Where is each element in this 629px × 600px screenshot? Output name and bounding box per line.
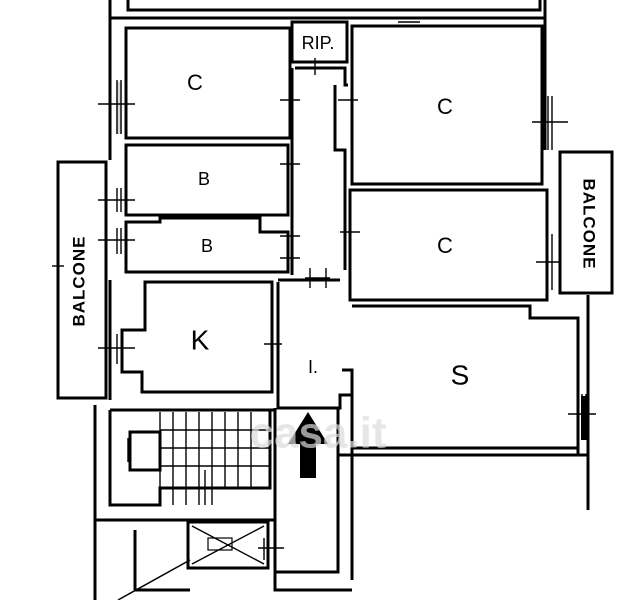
watermark: casa.it (250, 409, 387, 458)
label-bath-upper: B (198, 169, 210, 189)
room-bedroom-top-right (350, 24, 544, 186)
bottom-walls (135, 572, 352, 592)
openings (52, 21, 596, 560)
label-balcony-right: BALCONE (580, 178, 599, 269)
balcony-left (56, 160, 108, 400)
corridor (278, 66, 348, 282)
balcony-right (558, 150, 614, 295)
label-bedroom-mid-right: C (437, 233, 453, 258)
stairwell (93, 405, 275, 600)
label-kitchen: K (191, 324, 210, 355)
label-storage: RIP. (302, 33, 335, 53)
label-bedroom-top-right: C (437, 94, 453, 119)
elevator-shaft (186, 520, 270, 570)
room-bedroom-top-left (124, 26, 292, 140)
label-balcony-left: BALCONE (69, 235, 88, 326)
label-bedroom-top-left: C (187, 70, 203, 95)
label-living: S (451, 359, 470, 390)
entrance-arrow-icon (288, 412, 328, 478)
room-bath-upper (124, 143, 290, 217)
label-entry: I. (308, 357, 318, 377)
room-storage (290, 20, 349, 64)
label-bath-lower: B (201, 236, 213, 256)
room-kitchen (120, 280, 274, 394)
room-bath-lower (124, 216, 290, 274)
room-bedroom-mid-right (348, 188, 549, 302)
top-wall-strip (108, 0, 547, 20)
entry-block (273, 408, 590, 580)
